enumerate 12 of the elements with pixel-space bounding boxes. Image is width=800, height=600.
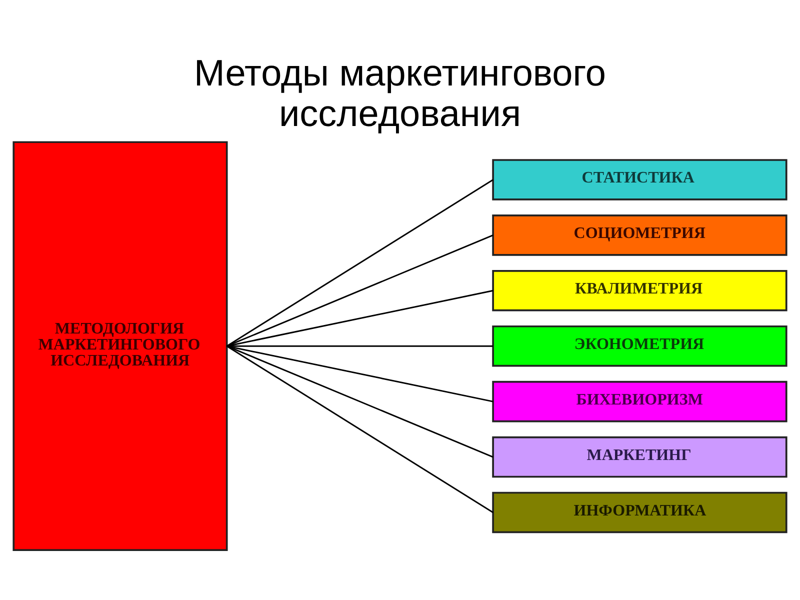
- connector: [226, 178, 494, 346]
- node-box: КВАЛИМЕТРИЯ: [492, 270, 788, 311]
- node-box: БИХЕВИОРИЗМ: [492, 380, 788, 422]
- node-box: СОЦИОМЕТРИЯ: [492, 214, 788, 256]
- node-box: МАРКЕТИНГ: [492, 436, 788, 478]
- connector: [226, 344, 494, 513]
- node-box: ЭКОНОМЕТРИЯ: [492, 324, 788, 366]
- node-box: СТАТИСТИКА: [492, 158, 788, 200]
- node-box: ИНФОРМАТИКА: [492, 491, 788, 533]
- node-box: МЕТОДОЛОГИЯ МАРКЕТИНГОВОГО ИССЛЕДОВАНИЯ: [12, 140, 228, 550]
- connector: [226, 234, 494, 346]
- diagram-title: Методы маркетингового исследования: [194, 52, 606, 134]
